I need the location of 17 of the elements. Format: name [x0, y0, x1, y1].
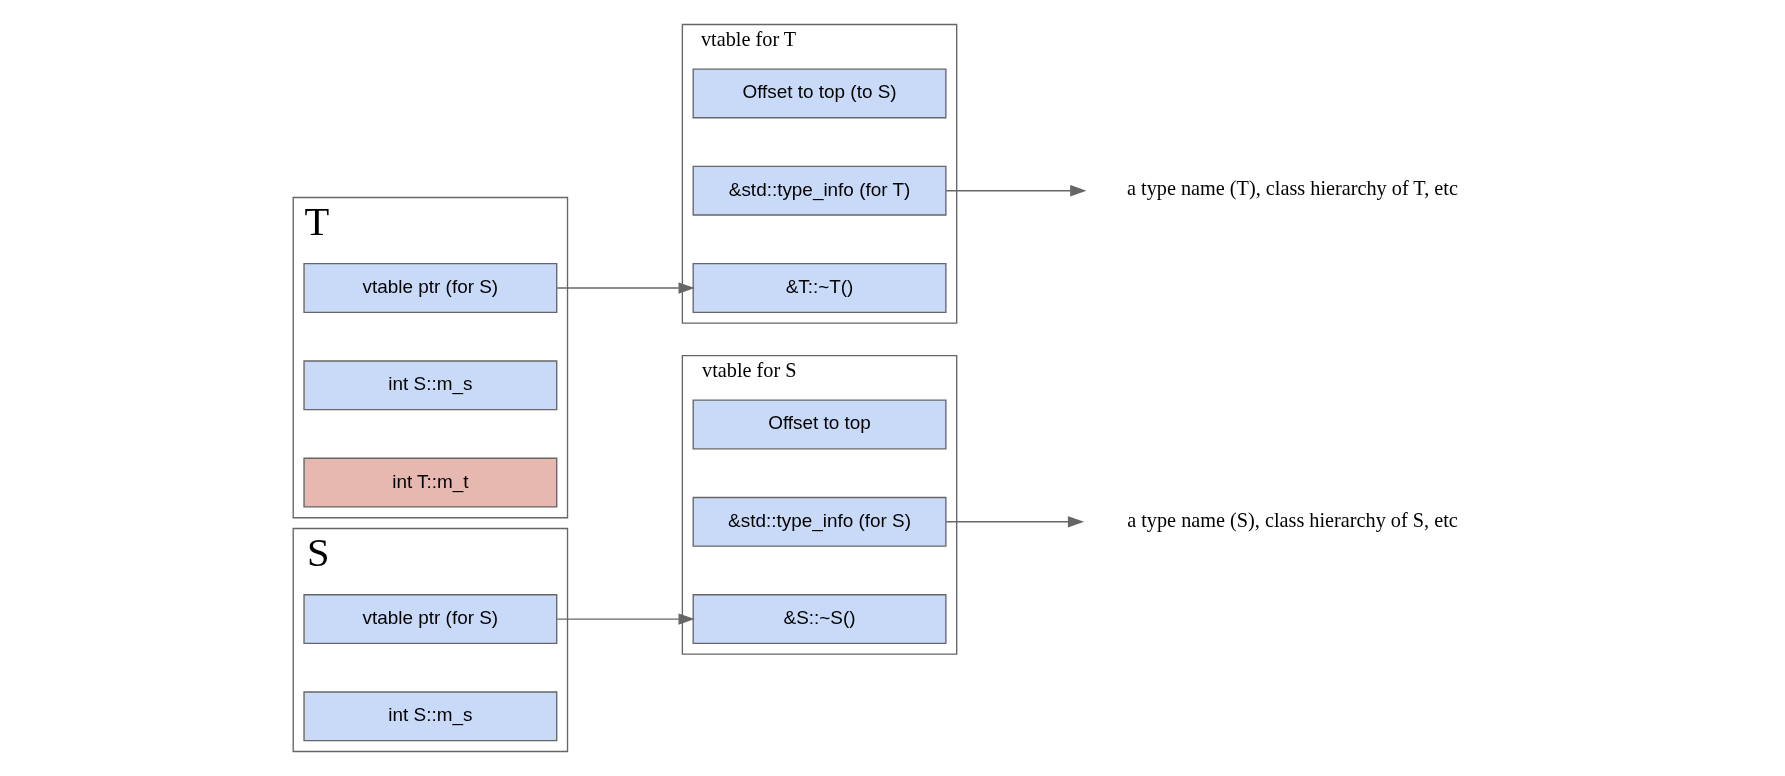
arrow: [945, 185, 1087, 197]
arrow: [556, 613, 695, 625]
node-box: &std::type_info (for T): [692, 165, 947, 216]
node-box: int S::m_s: [303, 360, 558, 411]
node-box: &S::~S(): [692, 594, 947, 645]
arrow: [556, 282, 695, 294]
node-box: int T::m_t: [303, 457, 558, 508]
arrow: [945, 516, 1085, 528]
node-box: Offset to top: [692, 399, 947, 450]
node-box: Offset to top (to S): [692, 68, 947, 119]
node-text: a type name (S), class hierarchy of S, etc: [1127, 508, 1458, 531]
node-box: vtable ptr (for S): [303, 594, 558, 645]
node-box: &std::type_info (for S): [692, 496, 947, 547]
node-box: vtable ptr (for S): [303, 263, 558, 313]
node-box: int S::m_s: [303, 691, 558, 742]
node-box: &T::~T(): [692, 263, 947, 313]
node-text: a type name (T), class hierarchy of T, etc: [1126, 177, 1458, 200]
